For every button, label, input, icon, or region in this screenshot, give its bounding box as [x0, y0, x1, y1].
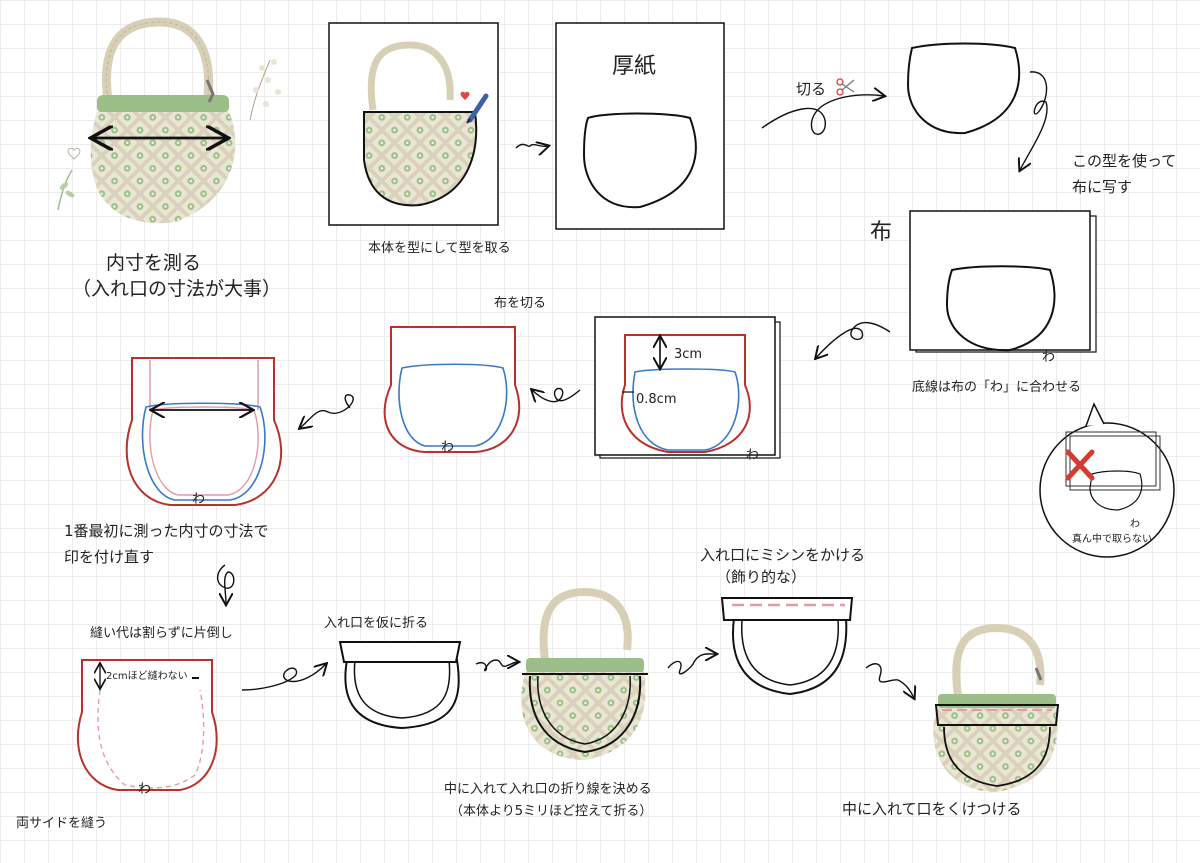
cut-fabric-caption: 布を切る — [494, 296, 547, 311]
finished-bag — [933, 623, 1060, 792]
cross-mark-icon — [1065, 449, 1095, 481]
paper-pattern — [906, 42, 1021, 135]
cardboard-panel — [555, 22, 725, 230]
use-pattern-line2: 布に写す — [1072, 178, 1133, 196]
trace-frame — [328, 22, 499, 226]
seam-panel-fold-mark: わ — [746, 448, 760, 463]
bag-with-lining — [521, 587, 648, 760]
cut-piece-fold-mark: わ — [441, 440, 455, 455]
seam-allowance-caption: 縫い代は割らずに片倒し — [90, 626, 233, 641]
measure-subtitle: （入れ口の寸法が大事） — [72, 278, 282, 300]
arrow-icon — [667, 654, 716, 675]
decide-fold-line2: （本体より5ミリほど控えて折る） — [450, 804, 653, 819]
sew-sides-caption: 両サイドを縫う — [16, 816, 108, 831]
machine-line1: 入れ口にミシンをかける — [700, 546, 866, 564]
arrow-icon — [865, 663, 914, 698]
sewn-piece-fold-mark: わ — [138, 782, 152, 797]
arrow-icon — [241, 664, 326, 691]
flower-sprig-icon — [57, 59, 281, 211]
seam-08cm-label: 0.8cm — [636, 392, 677, 407]
cut-fabric-piece — [383, 326, 521, 453]
remark-line1: 1番最初に測った内寸の寸法で — [64, 522, 269, 540]
decide-fold-line1: 中に入れて入れ口の折り線を決める — [444, 782, 652, 797]
attach-inside-caption: 中に入れて口をくけつける — [842, 800, 1022, 818]
arrow-icon — [515, 144, 548, 148]
heart-icon — [460, 91, 470, 100]
bag-illustration-measure — [91, 17, 236, 224]
pen-icon — [466, 93, 489, 124]
fabric-sheet — [909, 210, 1097, 353]
stitched-lining — [720, 597, 854, 696]
folded-lining — [338, 641, 462, 730]
use-pattern-line1: この型を使って — [1072, 152, 1177, 170]
arrow-icon — [300, 394, 354, 428]
arrow-icon — [532, 389, 581, 402]
cardboard-label: 厚紙 — [612, 54, 657, 79]
scissors-icon — [836, 78, 855, 96]
remark-line2: 印を付け直す — [64, 548, 155, 566]
trace-body-caption: 本体を型にして型を取る — [368, 241, 511, 256]
not-center-caption: 真ん中で取らない — [1072, 534, 1152, 545]
fabric-seam-allowance-panel — [594, 316, 781, 459]
arrow-icon — [816, 322, 891, 358]
measure-title: 内寸を測る — [106, 252, 202, 274]
cut-label: 切る — [796, 80, 827, 98]
arrow-icon — [216, 564, 235, 604]
arrow-icon — [475, 660, 518, 672]
fabric-fold-mark: わ — [1042, 350, 1056, 365]
seam-3cm-label: 3cm — [674, 347, 703, 362]
arrow-icon — [761, 95, 884, 135]
callout-fold-mark: わ — [1130, 519, 1140, 530]
remarked-fabric-piece — [125, 357, 283, 506]
remark-piece-fold-mark: わ — [192, 492, 206, 507]
fold-opening-caption: 入れ口を仮に折る — [324, 616, 429, 631]
machine-line2: （飾り的な） — [716, 568, 807, 586]
heart-icon — [67, 147, 81, 160]
fabric-label: 布 — [870, 220, 893, 245]
no-sew-2cm-label: 2cmほど縫わない — [106, 671, 188, 682]
arrow-icon — [1020, 71, 1048, 170]
sewn-fabric-piece — [77, 659, 218, 791]
fold-align-caption: 底線は布の「わ」に合わせる — [912, 380, 1082, 395]
